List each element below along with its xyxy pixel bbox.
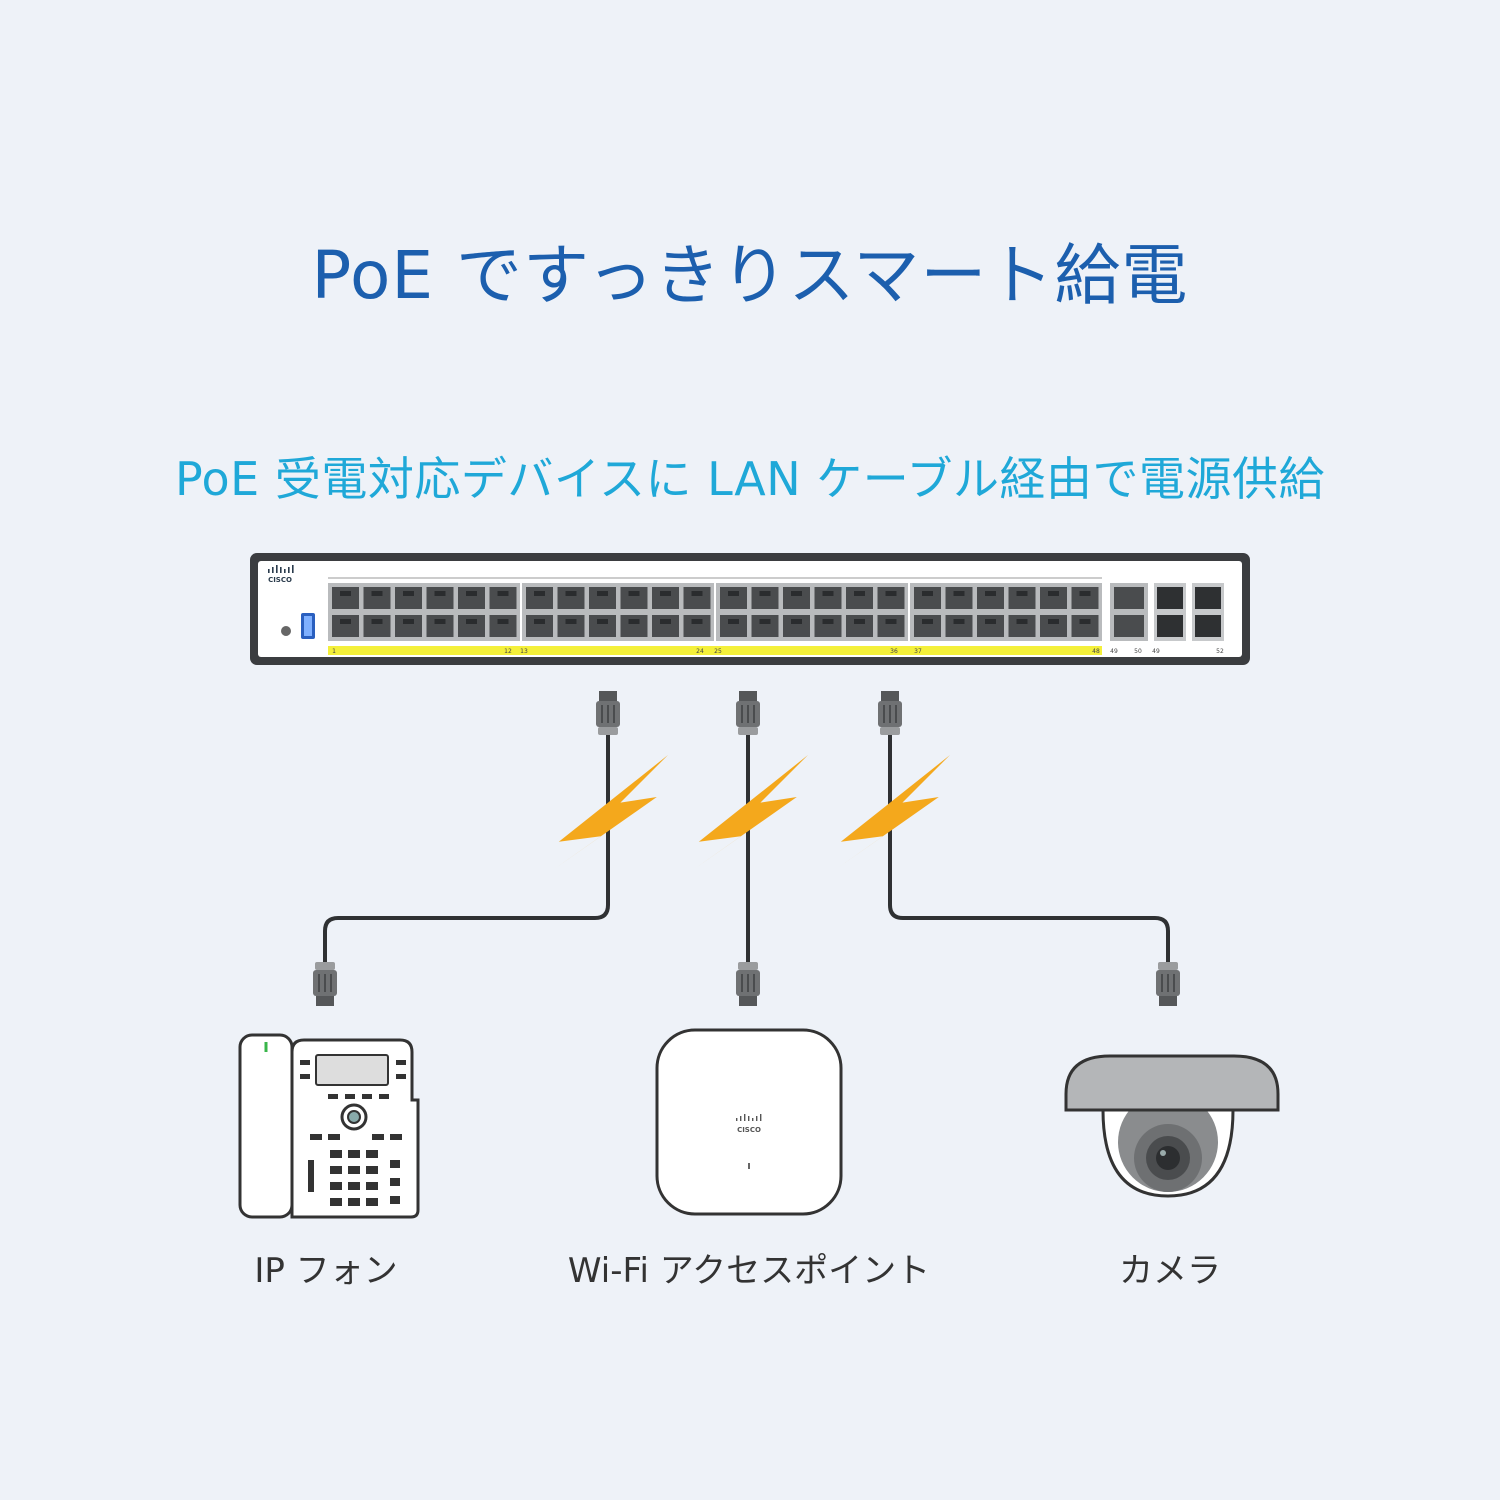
rj45-port (620, 615, 648, 637)
rj45-port (1071, 615, 1099, 637)
rj45-port (395, 587, 422, 609)
rj45-plug-icon (877, 690, 903, 736)
port-number-label: 13 (520, 648, 528, 655)
network-switch: CISCO 1 12 13 24 25 36 37 48 49 50 49 52 (250, 553, 1250, 665)
rj45-port (620, 587, 648, 609)
port-number-label: 36 (890, 648, 898, 655)
rj45-port (652, 587, 679, 609)
rj45-port (783, 587, 810, 609)
rj45-port (977, 587, 1004, 609)
device-label-access-point: Wi-Fi アクセスポイント (567, 1251, 931, 1291)
rj45-port-block (328, 583, 1102, 641)
dome-camera-icon (1064, 1054, 1280, 1198)
rj45-plug-icon (595, 690, 621, 736)
access-point-brand-label: CISCO (737, 1126, 761, 1134)
rj45-port (814, 615, 842, 637)
rj45-port (458, 587, 485, 609)
port-number-label: 49 (1152, 648, 1160, 655)
rj45-port (557, 615, 585, 637)
rj45-port (914, 615, 941, 637)
rj45-port (1040, 615, 1067, 637)
rj45-port (977, 615, 1004, 637)
rj45-port (877, 615, 905, 637)
page-subtitle: PoE 受電対応デバイスに LAN ケーブル経由で電源供給 (174, 452, 1326, 506)
rj45-port (1040, 587, 1067, 609)
port-number-label: 52 (1216, 648, 1224, 655)
rj45-port (426, 615, 454, 637)
page-title: PoE ですっきりスマート給電 (311, 237, 1189, 314)
rj45-plug-icon (735, 961, 761, 1007)
rj45-port (751, 615, 779, 637)
port-number-label: 49 (1110, 648, 1118, 655)
port-number-label: 24 (696, 648, 704, 655)
rj45-port (363, 615, 391, 637)
rj45-port (814, 587, 842, 609)
port-number-label: 12 (504, 648, 512, 655)
lan-cables (323, 735, 1170, 962)
rj45-port (846, 587, 873, 609)
rj45-port (426, 587, 454, 609)
rj45-port (914, 587, 941, 609)
poe-strip (328, 646, 1102, 655)
rj45-port (332, 587, 359, 609)
reset-button (281, 626, 291, 636)
cisco-logo-icon: CISCO (268, 565, 294, 584)
power-bolt-icon (693, 755, 808, 870)
uplink-ports (1110, 583, 1224, 641)
rj45-port (526, 615, 553, 637)
rj45-port (489, 587, 517, 609)
ip-phone-icon (238, 1033, 420, 1219)
rj45-port (720, 587, 747, 609)
rj45-port (751, 587, 779, 609)
rj45-plug-icon (312, 961, 338, 1007)
port-number-label: 50 (1134, 648, 1142, 655)
access-point-icon: CISCO (655, 1028, 843, 1216)
switch-brand-label: CISCO (268, 576, 292, 584)
rj45-port (458, 615, 485, 637)
rj45-port (395, 615, 422, 637)
rj45-port (1008, 615, 1036, 637)
rj45-port (1071, 587, 1099, 609)
rj45-port (489, 615, 517, 637)
power-bolt-icon (553, 755, 668, 870)
rj45-port (945, 615, 973, 637)
rj45-port (683, 587, 711, 609)
port-number-label: 48 (1092, 648, 1100, 655)
rj45-port (526, 587, 553, 609)
rj45-port (557, 587, 585, 609)
rj45-port (589, 615, 616, 637)
rj45-port (720, 615, 747, 637)
rj45-port (1008, 587, 1036, 609)
rj45-port (846, 615, 873, 637)
rj45-port (783, 615, 810, 637)
port-number-label: 37 (914, 648, 922, 655)
port-number-label: 25 (714, 648, 722, 655)
rj45-port (363, 587, 391, 609)
rj45-port (945, 587, 973, 609)
rj45-port (652, 615, 679, 637)
rj45-plug-icon (735, 690, 761, 736)
rj45-port (877, 587, 905, 609)
power-bolt-icon (835, 755, 950, 870)
rj45-port (332, 615, 359, 637)
device-label-camera: カメラ (1119, 1251, 1221, 1291)
rj45-plug-icon (1155, 961, 1181, 1007)
device-label-ip-phone: IP フォン (254, 1251, 398, 1291)
rj45-port (589, 587, 616, 609)
rj45-port (683, 615, 711, 637)
port-number-label: 1 (332, 648, 336, 655)
